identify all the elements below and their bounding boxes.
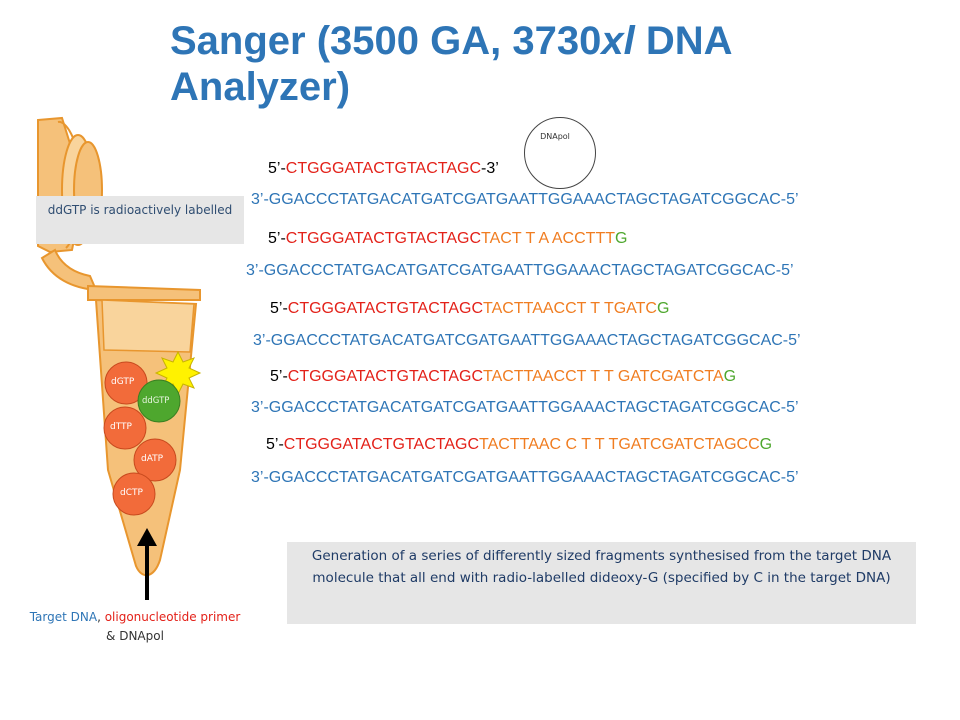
terminal-ddg: G bbox=[759, 436, 773, 453]
dnapol-label: DNApol bbox=[540, 132, 570, 141]
ddgtp-label: ddGTP bbox=[142, 396, 170, 406]
dnapol-label-caption: & DNApol bbox=[106, 629, 164, 643]
primer-sequence: CTGGGATACTGTACTAGC bbox=[285, 230, 482, 247]
primer-strand-4: 5’-CTGGGATACTGTACTAGCTACTTAACCT T T GATC… bbox=[270, 368, 736, 386]
template-sequence: 3’-GGACCCTATGACATGATCGATGAATTGGAAACTAGCT… bbox=[253, 332, 801, 349]
dctp-ball bbox=[112, 472, 156, 516]
primer-prefix: 5’- bbox=[270, 300, 288, 317]
target-dna-label: Target DNA bbox=[29, 610, 98, 624]
title-part1: Sanger (3500 GA, 3730 bbox=[170, 19, 602, 63]
extension-sequence: TACTTAACCT T T GATCGATCTA bbox=[483, 368, 724, 385]
template-sequence: 3’-GGACCCTATGACATGATCGATGAATTGGAAACTAGCT… bbox=[246, 262, 794, 279]
template-strand-2: 3’-GGACCCTATGACATGATCGATGAATTGGAAACTAGCT… bbox=[246, 262, 794, 280]
primer-sequence: CTGGGATACTGTACTAGC bbox=[287, 300, 484, 317]
template-sequence: 3’-GGACCCTATGACATGATCGATGAATTGGAAACTAGCT… bbox=[251, 191, 799, 208]
primer-strand-1: 5’-CTGGGATACTGTACTAGC-3’ bbox=[268, 160, 499, 178]
template-strand-1: 3’-GGACCCTATGACATGATCGATGAATTGGAAACTAGCT… bbox=[251, 191, 799, 209]
primer-sequence: CTGGGATACTGTACTAGC bbox=[287, 368, 484, 385]
title-part2: DNA Analyzer) bbox=[170, 19, 732, 109]
template-strand-4: 3’-GGACCCTATGACATGATCGATGAATTGGAAACTAGCT… bbox=[251, 399, 799, 417]
terminal-ddg: G bbox=[614, 230, 628, 247]
primer-strand-5: 5’-CTGGGATACTGTACTAGCTACTTAAC C T T TGAT… bbox=[266, 436, 772, 454]
extension-sequence: TACT T A ACCTTT bbox=[481, 230, 615, 247]
primer-prefix: 5’- bbox=[268, 230, 286, 247]
template-sequence: 3’-GGACCCTATGACATGATCGATGAATTGGAAACTAGCT… bbox=[251, 469, 799, 486]
template-strand-3: 3’-GGACCCTATGACATGATCGATGAATTGGAAACTAGCT… bbox=[253, 332, 801, 350]
terminal-ddg: G bbox=[723, 368, 737, 385]
datp-ball bbox=[133, 438, 177, 482]
extension-sequence: TACTTAAC C T T TGATCGATCTAGCC bbox=[479, 436, 760, 453]
primer-strand-3: 5’-CTGGGATACTGTACTAGCTACTTAACCT T TGATCG bbox=[270, 300, 669, 318]
primer-sequence: CTGGGATACTGTACTAGC bbox=[285, 160, 482, 177]
dgtp-label: dGTP bbox=[111, 377, 135, 387]
primer-strand-2: 5’-CTGGGATACTGTACTAGCTACT T A ACCTTTG bbox=[268, 230, 627, 248]
dgtp-ball bbox=[104, 361, 148, 405]
primer-label: oligonucleotide primer bbox=[104, 610, 241, 624]
primer-suffix: -3’ bbox=[481, 160, 499, 177]
microcentrifuge-tube-illustration bbox=[37, 116, 202, 600]
summary-caption: Generation of a series of differently si… bbox=[287, 542, 916, 624]
dttp-ball bbox=[103, 406, 147, 450]
arrow-up-icon bbox=[137, 528, 157, 546]
dttp-label: dTTP bbox=[110, 422, 132, 432]
primer-prefix: 5’- bbox=[270, 368, 288, 385]
dnapol-circle bbox=[524, 117, 596, 189]
dctp-label: dCTP bbox=[120, 488, 143, 498]
ddgtp-ball bbox=[137, 379, 181, 423]
template-sequence: 3’-GGACCCTATGACATGATCGATGAATTGGAAACTAGCT… bbox=[251, 399, 799, 416]
caption-comma: , bbox=[97, 610, 105, 624]
primer-prefix: 5’- bbox=[266, 436, 284, 453]
primer-prefix: 5’- bbox=[268, 160, 286, 177]
datp-label: dATP bbox=[141, 454, 164, 464]
title-italic: xl bbox=[601, 19, 635, 63]
target-dna-caption: Target DNA, oligonucleotide primer & DNAp… bbox=[0, 608, 270, 646]
template-strand-5: 3’-GGACCCTATGACATGATCGATGAATTGGAAACTAGCT… bbox=[251, 469, 799, 487]
terminal-ddg: G bbox=[656, 300, 670, 317]
extension-sequence: TACTTAACCT T TGATC bbox=[483, 300, 657, 317]
slide-title: Sanger (3500 GA, 3730xl DNA Analyzer) bbox=[170, 18, 890, 110]
primer-sequence: CTGGGATACTGTACTAGC bbox=[283, 436, 480, 453]
radioactive-note: ddGTP is radioactively labelled bbox=[36, 196, 244, 244]
